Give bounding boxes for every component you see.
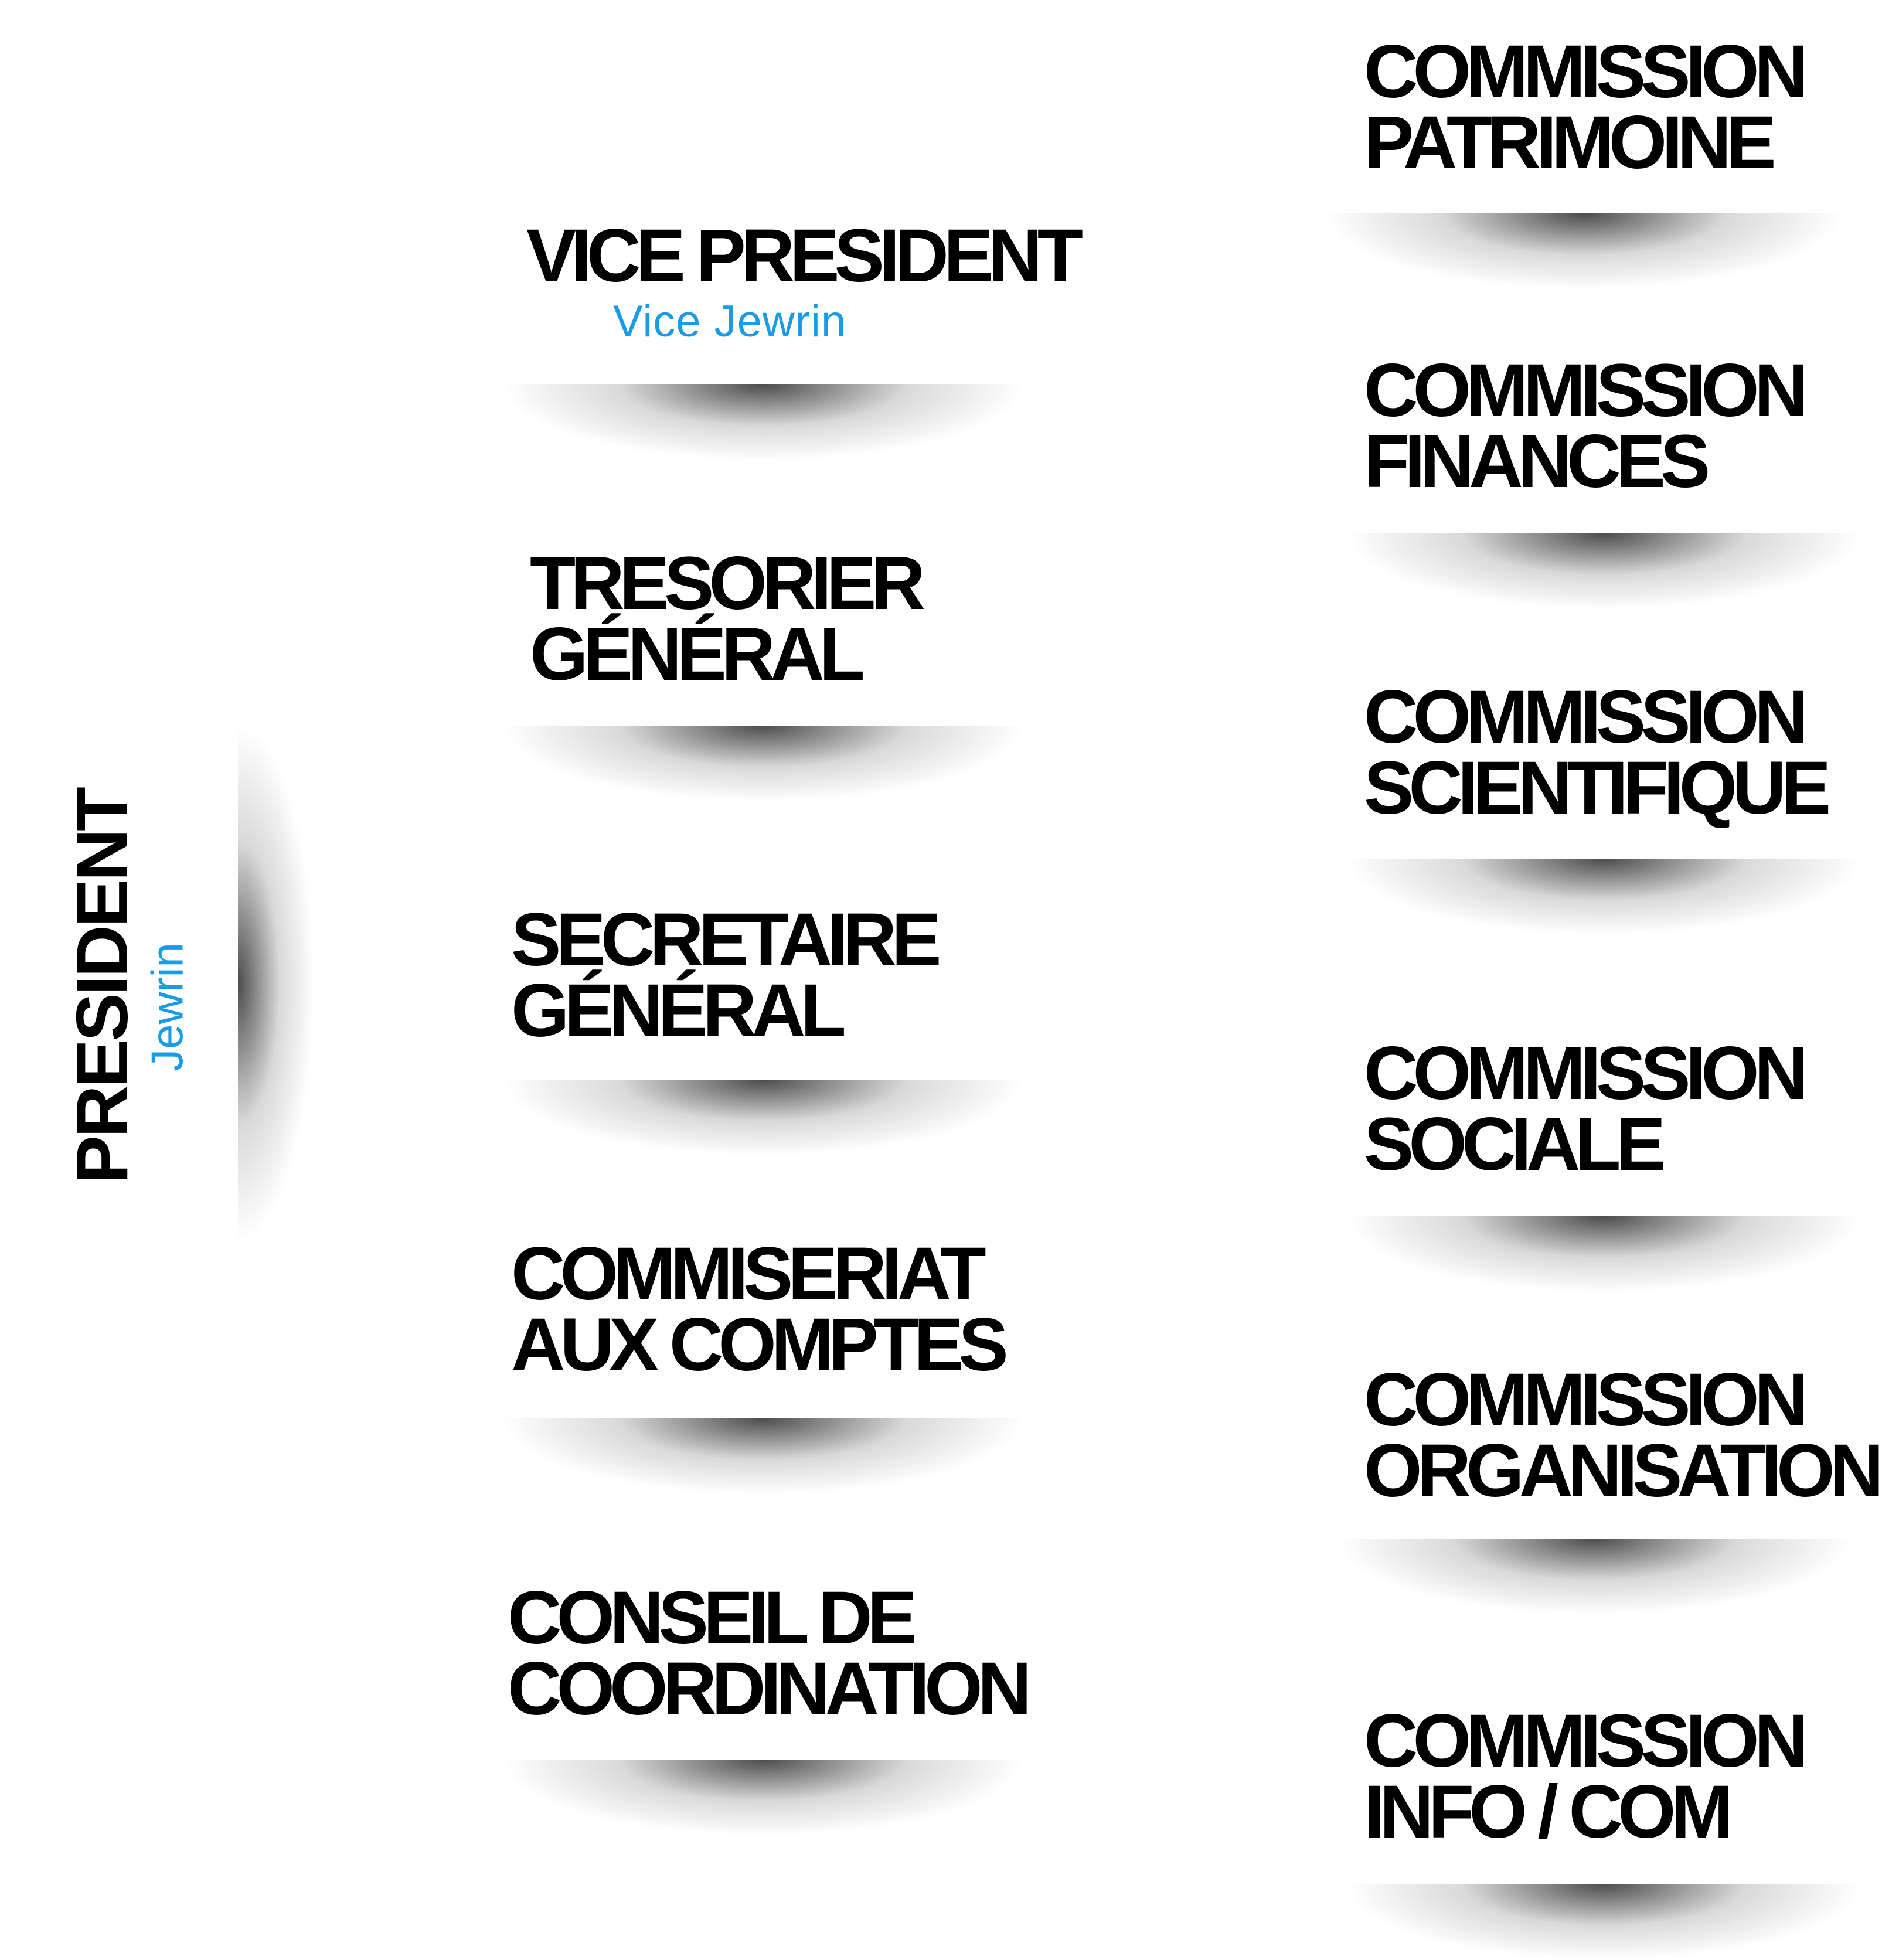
node-shadow	[1346, 1884, 1862, 1960]
president-title: PRESIDENT	[62, 789, 143, 1184]
node-shadow	[1346, 1216, 1862, 1292]
president-name: Jewrin	[142, 942, 193, 1071]
node-shadow	[1346, 859, 1862, 935]
node-shadow	[1325, 213, 1843, 290]
node-shadow	[502, 1760, 1024, 1836]
node-shadow	[1336, 1539, 1852, 1615]
node-name: Vice Jewrin	[613, 297, 847, 346]
node-shadow	[502, 1080, 1024, 1156]
node-shadow	[502, 726, 1024, 802]
president-divider-shadow	[238, 726, 314, 1241]
node-title: VICE PRESIDENT	[526, 214, 1083, 298]
node-shadow	[1346, 533, 1862, 610]
node-shadow	[502, 384, 1024, 461]
node-shadow	[502, 1418, 1024, 1495]
